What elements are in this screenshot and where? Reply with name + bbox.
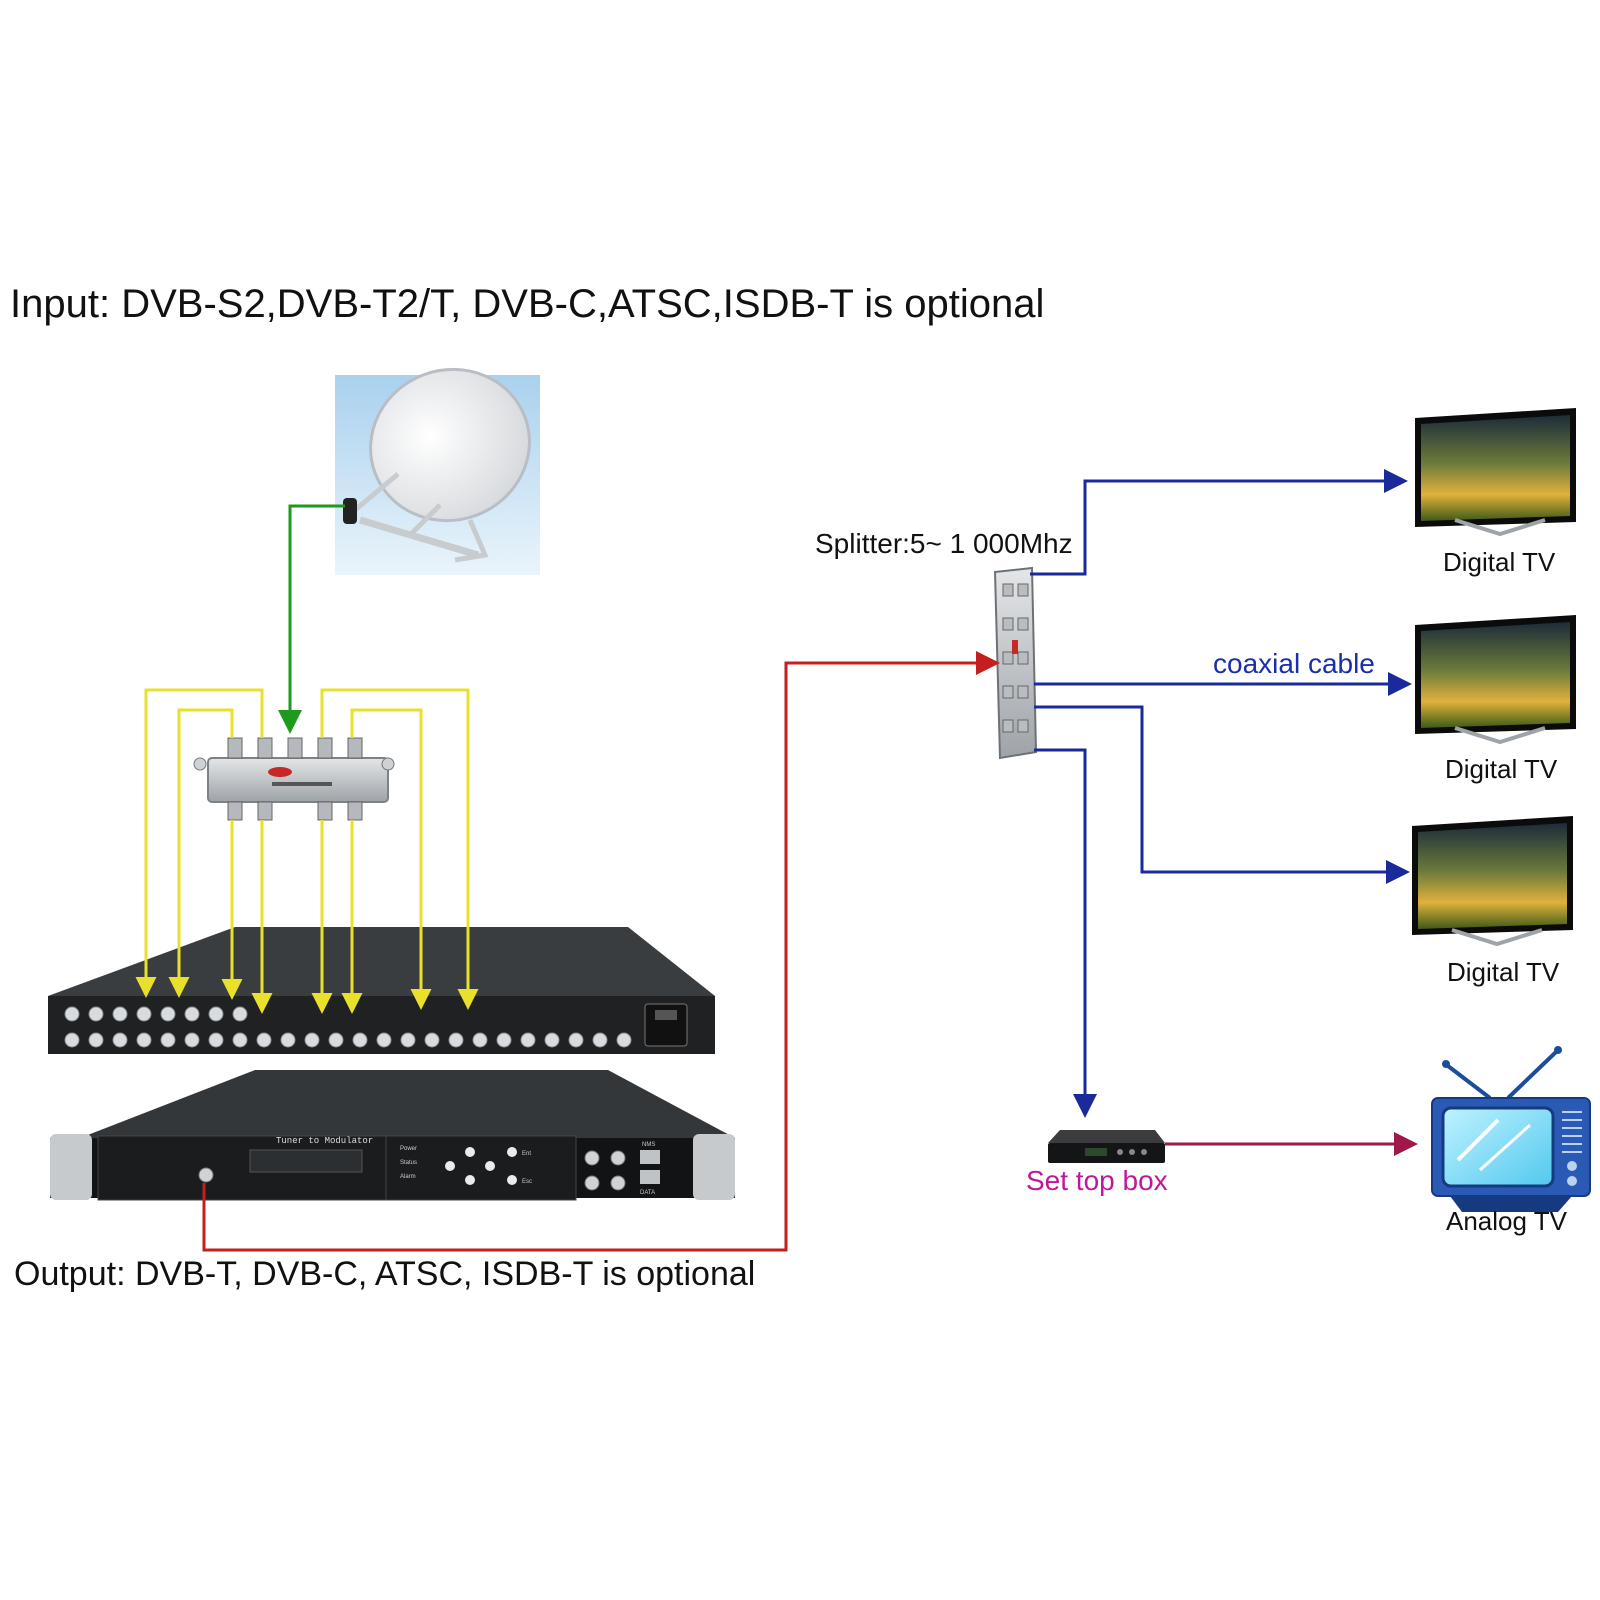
analog-tv-icon [1431, 1046, 1591, 1212]
output-formats-label: Output: DVB-T, DVB-C, ATSC, ISDB-T is op… [14, 1255, 756, 1293]
satellite-link [278, 504, 345, 734]
flat-tv-icon [1415, 408, 1576, 537]
led-label-status: Status [400, 1160, 417, 1166]
key-label-esc: Esc [522, 1179, 532, 1185]
flat-tv-icon [1412, 816, 1573, 947]
front-panel-title: Tuner to Modulator [276, 1136, 373, 1146]
port-label-data: DATA [640, 1190, 655, 1196]
rf-splitter-icon [193, 737, 395, 821]
port-label-nms: NMS [642, 1142, 655, 1148]
led-label-alarm: Alarm [400, 1174, 416, 1180]
led-label-power: Power [400, 1146, 417, 1152]
splitter-to-device-links [135, 688, 479, 1014]
key-label-ent: Ent [522, 1151, 531, 1157]
coaxial-links [1030, 469, 1412, 1118]
set-top-box-label: Set top box [1026, 1165, 1168, 1196]
satellite-dish-icon [335, 367, 540, 575]
coax-splitter-icon [993, 566, 1038, 760]
digital-tv-label: Digital TV [1447, 957, 1560, 987]
splitter-label: Splitter:5~ 1 000Mhz [815, 528, 1073, 559]
coaxial-cable-label: coaxial cable [1213, 648, 1375, 679]
digital-tv-label: Digital TV [1445, 754, 1558, 784]
flat-tv-icon [1415, 615, 1576, 745]
input-formats-label: Input: DVB-S2,DVB-T2/T, DVB-C,ATSC,ISDB-… [10, 282, 1045, 326]
rf-output-link [202, 651, 1000, 1252]
set-top-box-icon [1048, 1130, 1165, 1163]
analog-tv-label: Analog TV [1446, 1206, 1567, 1236]
rack-device-front-icon: Tuner to Modulator Power Status Alarm En… [50, 1070, 735, 1201]
digital-tv-label: Digital TV [1443, 547, 1556, 577]
rack-device-rear-icon [48, 927, 715, 1054]
